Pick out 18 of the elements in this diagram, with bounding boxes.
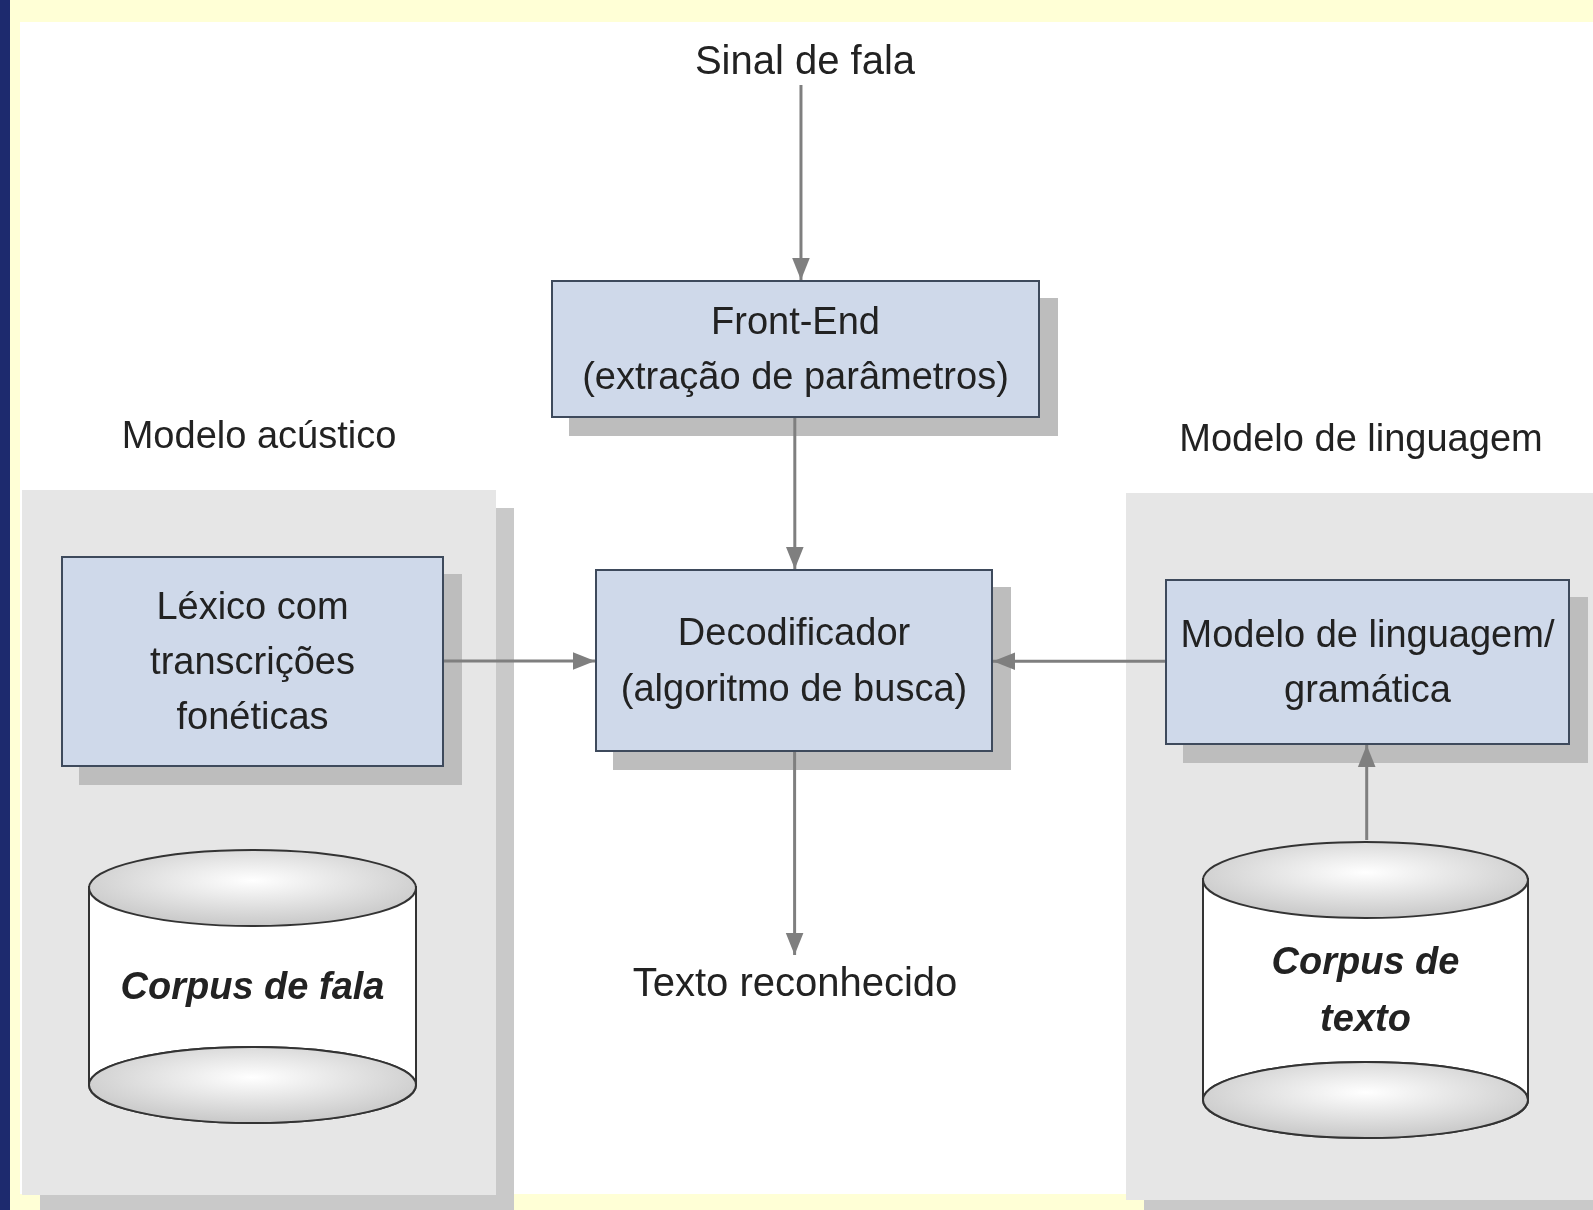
label-text: Sinal de fala — [690, 35, 920, 85]
box-text: Front-End — [711, 298, 880, 344]
box-text: (algoritmo de busca) — [620, 665, 968, 711]
arrow — [792, 85, 810, 280]
box-text: Modelo de linguagem/ gramática — [1179, 611, 1556, 712]
group-heading: Modelo acústico — [120, 414, 398, 457]
arrow — [785, 752, 804, 955]
cylinder-text: Corpus de texto — [1270, 939, 1461, 1041]
box-text: Decodificador — [677, 610, 911, 656]
group-heading: Modelo de linguagem — [1178, 417, 1544, 460]
arrow — [786, 418, 804, 569]
box-text: Léxico com transcrições fonéticas — [149, 583, 356, 740]
arrow — [1357, 745, 1376, 840]
arrow — [993, 652, 1165, 671]
label-text: Texto reconhecido — [630, 955, 960, 1010]
box-text: (extração de parâmetros) — [582, 354, 1009, 399]
cylinder-text: Corpus de fala — [120, 964, 385, 1009]
arrow — [444, 652, 595, 670]
